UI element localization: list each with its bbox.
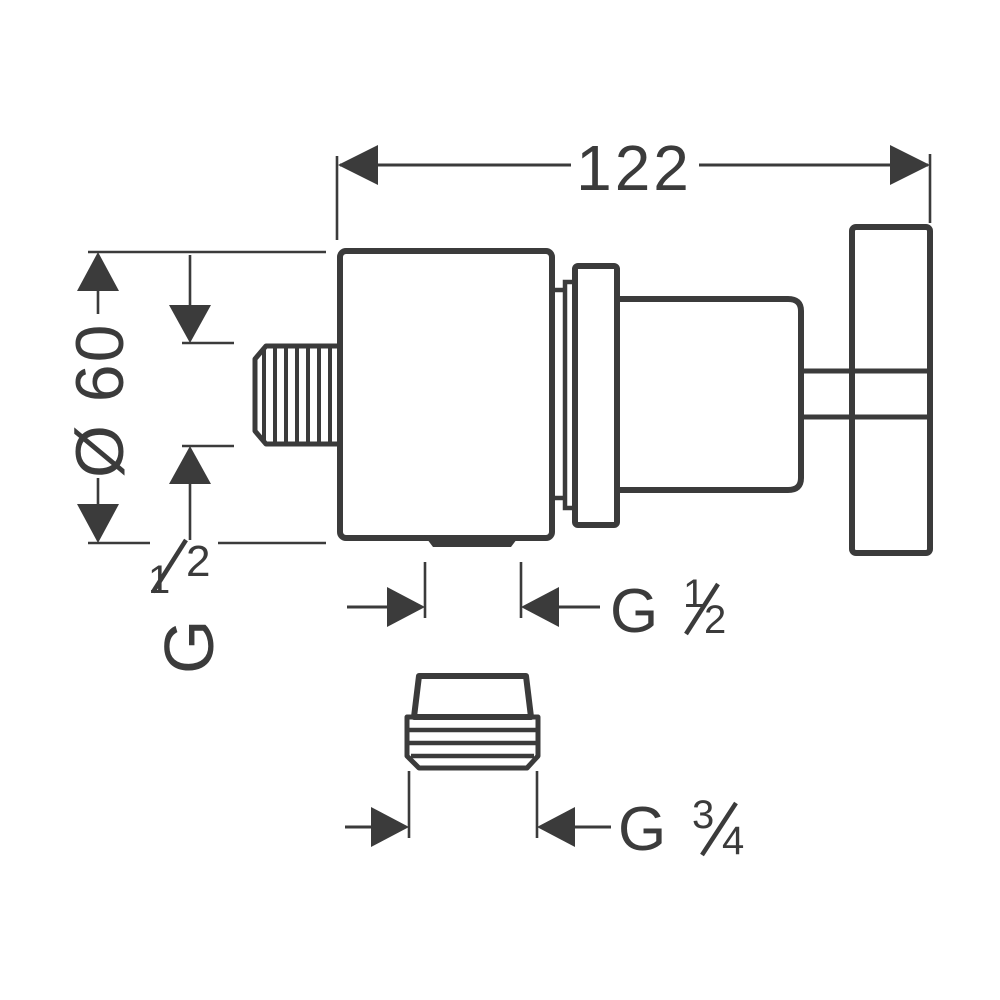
- escutcheon-flange: [572, 263, 620, 528]
- dim-diameter-label-group: Ø 60: [62, 323, 138, 478]
- adapter-thread-denominator: 4: [722, 819, 744, 863]
- side-thread-prefix-group: G: [150, 620, 228, 674]
- side-thread-label: G 1 2: [148, 537, 228, 674]
- outlet-thread-label: G 1 2: [610, 572, 726, 646]
- fraction-slash: [700, 801, 738, 857]
- arrowhead-down-icon: [77, 504, 119, 543]
- valve-assembly: [252, 224, 933, 556]
- dim-side-thread: G 1 2: [148, 255, 234, 674]
- cross-handle: [849, 224, 933, 556]
- adapter-hub: [411, 673, 534, 720]
- threaded-nipple-outline: [252, 343, 340, 447]
- arrowhead-up-icon: [77, 252, 119, 291]
- arrowhead-down-icon: [169, 305, 211, 343]
- adapter-threaded-section: [404, 714, 541, 771]
- arrowhead-up-icon: [169, 446, 211, 484]
- outlet-thread-prefix: G: [610, 577, 658, 646]
- dim-width-label: 122: [576, 132, 692, 204]
- valve-body: [337, 248, 555, 541]
- cartridge-housing: [617, 296, 804, 493]
- arrowhead-right-icon: [890, 145, 930, 185]
- nipple-thread-lines: [262, 347, 332, 443]
- fraction-slash: [684, 582, 720, 636]
- dim-outlet-thread: G 1 2: [347, 562, 726, 646]
- outlet-thread-numerator: 1: [683, 572, 705, 616]
- side-thread-prefix: G: [150, 620, 228, 674]
- adapter-thread-lines: [407, 727, 538, 759]
- fraction-slash: [151, 538, 188, 594]
- arrowhead-right-icon: [371, 807, 409, 847]
- outlet-port: [424, 535, 520, 547]
- dim-diameter: Ø 60: [62, 250, 326, 545]
- adapter-thread-label: G 3 4: [618, 793, 744, 864]
- outlet-thread-denominator: 2: [704, 598, 726, 642]
- dim-adapter-thread: G 3 4: [345, 771, 744, 864]
- dim-width: 122: [335, 132, 932, 240]
- arrowhead-right-icon: [387, 587, 425, 627]
- adapter-thread-prefix: G: [618, 795, 666, 864]
- arrowhead-left-icon: [521, 587, 559, 627]
- arrowhead-left-icon: [338, 145, 378, 185]
- side-thread-denominator: 2: [186, 537, 210, 586]
- adapter-thread-numerator: 3: [692, 793, 714, 837]
- dim-diameter-label: Ø 60: [62, 323, 138, 478]
- adapter-fitting: [404, 673, 541, 771]
- arrowhead-left-icon: [537, 807, 575, 847]
